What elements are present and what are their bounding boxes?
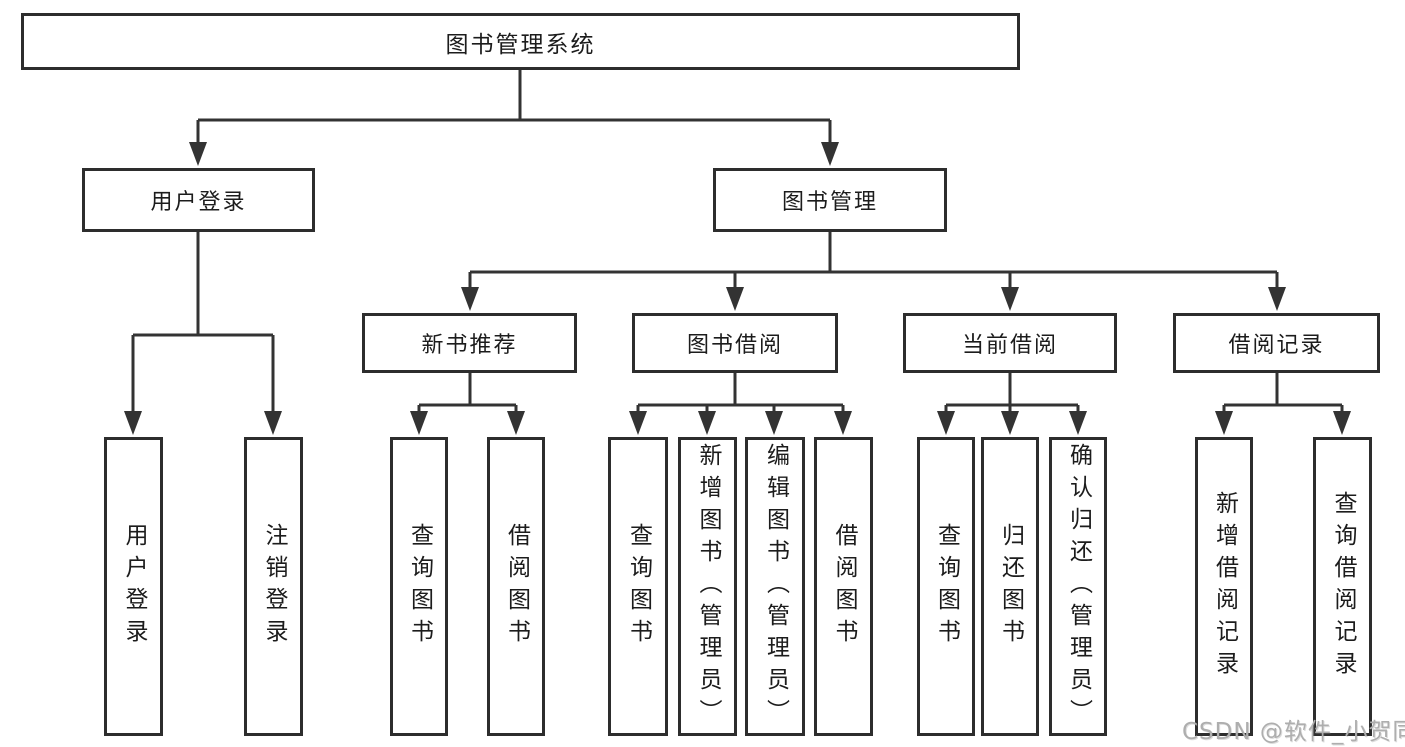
leaf-query-borrow-record: 查询借阅记录 <box>1313 437 1372 736</box>
leaf-user-login: 用户登录 <box>104 437 163 736</box>
node-new-book-recommendation: 新书推荐 <box>362 313 577 373</box>
connector-level3-branches <box>417 373 1344 413</box>
leaf-query-books-borrow: 查询图书 <box>608 437 668 736</box>
connector-user-login-branch <box>131 232 275 415</box>
leaf-borrow-books-recommend: 借阅图书 <box>487 437 545 736</box>
node-label: 新增图书（管理员） <box>695 442 721 731</box>
leaf-edit-books-admin: 编辑图书（管理员） <box>745 437 805 736</box>
leaf-add-books-admin: 新增图书（管理员） <box>678 437 737 736</box>
node-label: 用户登录 <box>121 522 147 651</box>
node-label: 图书借阅 <box>686 333 783 358</box>
node-label: 注销登录 <box>261 522 287 651</box>
leaf-query-books-current: 查询图书 <box>917 437 975 736</box>
arrowheads-level3 <box>461 287 1286 311</box>
node-label: 查询图书 <box>625 522 652 651</box>
node-label: 借阅记录 <box>1228 333 1325 358</box>
leaf-confirm-return-admin: 确认归还（管理员） <box>1049 437 1107 736</box>
arrowheads-user-login <box>124 411 282 435</box>
node-borrowing-records: 借阅记录 <box>1173 313 1380 373</box>
node-label: 查询图书 <box>406 522 433 651</box>
node-label: 用户登录 <box>150 190 247 215</box>
node-label: 新书推荐 <box>421 333 518 358</box>
node-label: 确认归还（管理员） <box>1065 442 1092 731</box>
leaf-add-borrow-record: 新增借阅记录 <box>1195 437 1253 736</box>
connector-root-branch <box>196 70 832 146</box>
arrowheads-leaves <box>410 411 1351 435</box>
node-label: 图书管理系统 <box>445 31 596 58</box>
node-label: 图书管理 <box>781 190 878 215</box>
leaf-borrow-books: 借阅图书 <box>814 437 873 736</box>
node-book-management: 图书管理 <box>713 168 947 232</box>
leaf-logout: 注销登录 <box>244 437 303 736</box>
arrowheads-level2 <box>189 142 839 166</box>
node-label: 查询图书 <box>933 522 960 651</box>
leaf-query-books-recommend: 查询图书 <box>390 437 448 736</box>
node-library-management-system: 图书管理系统 <box>21 13 1020 70</box>
node-label: 归还图书 <box>997 522 1024 651</box>
node-user-login: 用户登录 <box>82 168 315 232</box>
node-label: 借阅图书 <box>503 522 530 651</box>
node-label: 当前借阅 <box>961 333 1058 358</box>
node-label: 编辑图书（管理员） <box>762 442 789 731</box>
node-book-borrowing: 图书借阅 <box>632 313 838 373</box>
node-current-borrowing: 当前借阅 <box>903 313 1117 373</box>
node-label: 借阅图书 <box>831 522 857 651</box>
node-label: 新增借阅记录 <box>1211 490 1238 683</box>
leaf-return-books: 归还图书 <box>981 437 1039 736</box>
connector-book-management-branch <box>468 232 1279 291</box>
node-label: 查询借阅记录 <box>1330 490 1356 683</box>
csdn-watermark: CSDN @软件_小贺同学 <box>1182 719 1405 745</box>
